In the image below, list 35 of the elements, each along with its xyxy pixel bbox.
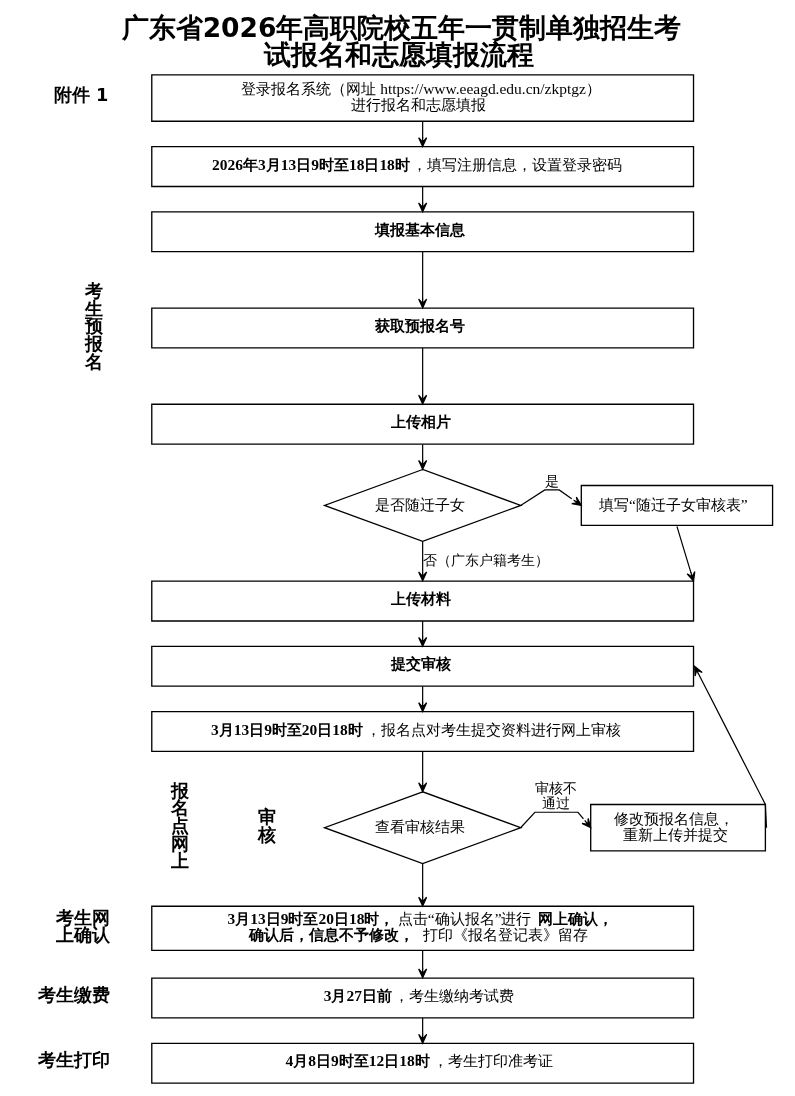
- node-box: 填写“随迁子女审核表”: [580, 484, 774, 526]
- label: 审核: [257, 807, 276, 845]
- node-box: 3月27日前，考生缴纳考试费: [151, 977, 695, 1019]
- label: 报名点网上: [170, 780, 189, 872]
- node-box: 3月13日9时至20日18时，点击“确认报名”进行网上确认，确认后，信息不予修改，打印《报名登记表》留存: [151, 905, 695, 952]
- arrow: [520, 489, 582, 507]
- arrow: [418, 251, 428, 309]
- node-box: 3月13日9时至20日18时，报名点对考生提交资料进行网上审核: [151, 710, 695, 753]
- arrow: [676, 525, 696, 582]
- label: 考生网上确认: [55, 907, 110, 946]
- diagram-title: 广东省2026年高职院校五年一贯制单独招生考试报名和志愿填报流程: [121, 12, 682, 70]
- label: 考生打印: [37, 1050, 110, 1071]
- edge-label: 是: [544, 472, 559, 489]
- node-box: 登录报名系统（网址 https://www.eeagd.edu.cn/zkptgz）进行报名和志愿填报: [151, 74, 695, 122]
- node-box: 修改预报名信息，重新上传并提交: [590, 803, 767, 852]
- node-box: 提交审核: [151, 645, 695, 687]
- node-box: 2026年3月13日9时至18日18时，填写注册信息，设置登录密码: [151, 146, 695, 188]
- label: 附件 1: [53, 85, 109, 106]
- arrow: [418, 751, 428, 793]
- edge-label: 否（广东户籍考生）: [422, 552, 549, 569]
- node-diamond: 查看审核结果: [322, 791, 523, 865]
- arrow: [418, 347, 428, 405]
- arrow: [418, 863, 428, 907]
- node-box: 4月8日9时至12日18时，考生打印准考证: [151, 1042, 695, 1084]
- label: 考生缴费: [37, 985, 110, 1006]
- arrow: [694, 665, 768, 829]
- edge-label: 审核不通过: [534, 779, 577, 812]
- node-box: 上传材料: [151, 580, 695, 622]
- arrow: [418, 541, 428, 582]
- arrow: [520, 811, 592, 829]
- node-diamond: 是否随迁子女: [322, 468, 523, 543]
- label: 考生预报名: [85, 280, 104, 372]
- node-box: 获取预报名号: [151, 307, 695, 349]
- node-box: 填报基本信息: [151, 211, 695, 253]
- node-box: 上传相片: [151, 403, 695, 445]
